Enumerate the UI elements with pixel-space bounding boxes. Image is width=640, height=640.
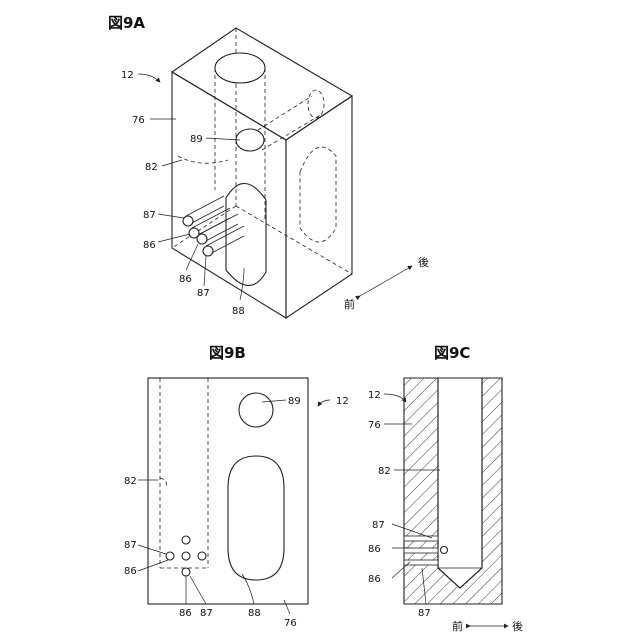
label-76-9c: 76 xyxy=(368,420,381,431)
label-89-9b: 89 xyxy=(288,396,301,407)
front-slot xyxy=(226,183,266,285)
label-12-9b: 12 xyxy=(336,396,349,407)
label-87-upper: 87 xyxy=(143,210,156,221)
label-87-9b-left: 87 xyxy=(124,540,137,551)
label-12-9c: 12 xyxy=(368,390,381,401)
label-86-9b-left: 86 xyxy=(124,566,137,577)
direction-rear-label: 後 xyxy=(418,255,429,269)
figure-9a: 図9A xyxy=(108,14,429,318)
direction-arrow-9a xyxy=(360,266,412,296)
direction-front-label: 前 xyxy=(344,297,355,311)
label-86-lower: 86 xyxy=(143,240,156,251)
label-76: 76 xyxy=(132,115,145,126)
label-87-bottom: 87 xyxy=(197,288,210,299)
label-88: 88 xyxy=(232,306,245,317)
section-hatched-body xyxy=(404,378,502,604)
label-86-9c-middle: 86 xyxy=(368,544,381,555)
label-82-9b: 82 xyxy=(124,476,137,487)
figure-9c: 図9C 12 76 82 87 86 xyxy=(368,344,523,633)
nozzle-tubes xyxy=(183,196,244,256)
nozzle-holes-9b xyxy=(166,536,206,576)
right-face-slot xyxy=(300,147,336,242)
label-86-bottom: 86 xyxy=(179,274,192,285)
label-89: 89 xyxy=(190,134,203,145)
figure-9b: 図9B 12 89 8 xyxy=(124,344,349,629)
figure-9a-title: 図9A xyxy=(108,14,145,32)
side-bore xyxy=(236,90,324,151)
label-86-9b-bottom: 86 xyxy=(179,608,192,619)
direction-rear-label-9c: 後 xyxy=(512,619,523,633)
label-88-9b: 88 xyxy=(248,608,261,619)
label-87-9c-bottom: 87 xyxy=(418,608,431,619)
section-nozzle-channels xyxy=(404,536,448,565)
figure-9c-title: 図9C xyxy=(434,344,470,362)
port-hole xyxy=(239,393,273,427)
front-slot-9b xyxy=(228,456,284,580)
direction-front-label-9c: 前 xyxy=(452,619,463,633)
leader-lines-9a xyxy=(138,74,244,300)
label-82: 82 xyxy=(145,162,158,173)
leader-lines-9b xyxy=(138,400,330,614)
label-12: 12 xyxy=(121,70,134,81)
label-82-9c: 82 xyxy=(378,466,391,477)
label-87-9c-upper: 87 xyxy=(372,520,385,531)
label-86-9c-lower: 86 xyxy=(368,574,381,585)
label-76-9b: 76 xyxy=(284,618,297,629)
label-87-9b-bottom: 87 xyxy=(200,608,213,619)
figure-9b-title: 図9B xyxy=(209,344,246,362)
